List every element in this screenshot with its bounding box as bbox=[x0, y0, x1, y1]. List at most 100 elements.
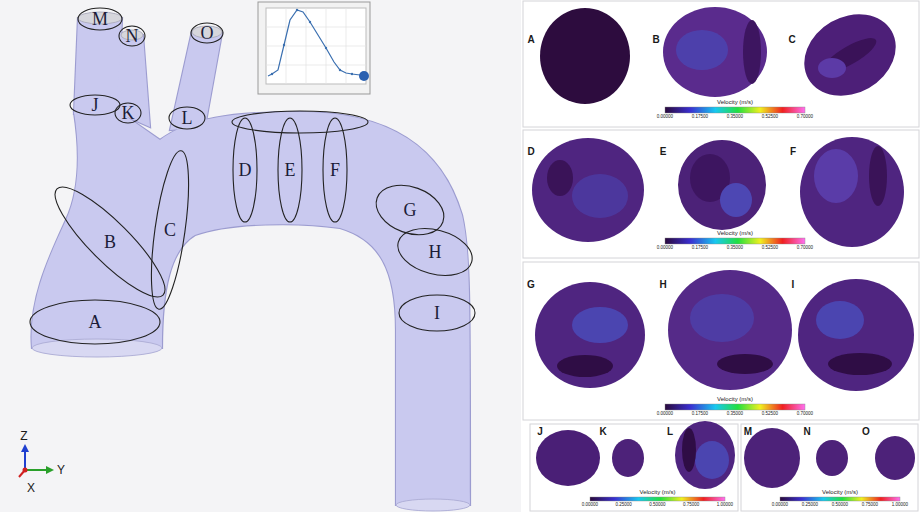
section-contour bbox=[532, 138, 644, 242]
ring-outline bbox=[393, 221, 478, 283]
section-ring: L bbox=[169, 107, 205, 129]
color-bar-tick: 0.52500 bbox=[762, 412, 778, 417]
color-bar-tick: 0.50000 bbox=[649, 503, 665, 508]
panel-letter: B bbox=[652, 35, 659, 45]
panel-frame bbox=[523, 262, 919, 420]
color-bar-title: Velocity (m/s) bbox=[717, 230, 753, 236]
ring-outline bbox=[119, 26, 145, 46]
ring-outline bbox=[323, 118, 347, 222]
section-contour bbox=[875, 436, 915, 480]
axis-arrow bbox=[46, 466, 54, 474]
section-letter: H bbox=[429, 243, 442, 261]
color-bars bbox=[590, 107, 900, 501]
section-letter: J bbox=[91, 96, 98, 114]
section-letter: E bbox=[285, 161, 296, 179]
ring-outline bbox=[70, 95, 120, 115]
ring-outline bbox=[169, 107, 205, 129]
color-bar-tick: 0.00000 bbox=[582, 503, 598, 508]
color-bar-tick: 0.70000 bbox=[797, 412, 813, 417]
section-letter: G bbox=[404, 201, 417, 219]
ring-outline bbox=[144, 149, 196, 312]
ring-outline bbox=[191, 23, 223, 43]
color-bar-tick: 0.35000 bbox=[727, 115, 743, 120]
section-letter: I bbox=[434, 304, 440, 322]
section-ring: M bbox=[78, 8, 122, 30]
color-bar bbox=[780, 497, 900, 501]
section-contour bbox=[536, 430, 600, 486]
panel-letter: I bbox=[792, 280, 795, 290]
vessel-outline bbox=[116, 35, 150, 127]
panel-frame bbox=[741, 424, 918, 511]
color-bar-title: Velocity (m/s) bbox=[822, 489, 858, 495]
section-contour bbox=[743, 20, 761, 84]
panel-letter: M bbox=[744, 427, 752, 437]
flow-waveform-inset bbox=[258, 2, 370, 94]
panel-letter: J bbox=[537, 427, 543, 437]
section-contour bbox=[690, 294, 754, 342]
section-letter: O bbox=[201, 24, 214, 42]
axis-label: Y bbox=[57, 464, 65, 476]
color-bar-tick: 0.75000 bbox=[683, 503, 699, 508]
panel-letter: H bbox=[659, 280, 666, 290]
color-bar-tick: 1.00000 bbox=[892, 503, 908, 508]
section-letter: A bbox=[89, 313, 102, 331]
section-contour bbox=[720, 183, 752, 217]
model-background bbox=[0, 0, 521, 512]
color-bar bbox=[590, 497, 725, 501]
color-bar-tick: 0.17500 bbox=[692, 412, 708, 417]
ring-outline bbox=[43, 175, 177, 309]
time-marker bbox=[359, 71, 369, 81]
vessel-outline bbox=[170, 31, 222, 130]
axis-arrow bbox=[21, 444, 29, 452]
aorta-body bbox=[32, 18, 470, 505]
panel-letter: F bbox=[790, 147, 796, 157]
section-ring: G bbox=[375, 187, 445, 233]
section-ring: C bbox=[155, 150, 185, 310]
color-bar-tick: 0.70000 bbox=[797, 115, 813, 120]
axis-arrow bbox=[24, 450, 26, 470]
section-contour bbox=[572, 307, 628, 343]
section-contour bbox=[818, 58, 846, 78]
panel-letter: E bbox=[660, 147, 667, 157]
color-bar bbox=[665, 238, 805, 244]
section-contour bbox=[682, 428, 696, 472]
section-ring: O bbox=[191, 23, 223, 43]
color-bar-tick: 0.00000 bbox=[772, 503, 788, 508]
vessel-body bbox=[170, 31, 222, 130]
velocity-sections bbox=[532, 0, 915, 489]
color-bar-title: Velocity (m/s) bbox=[639, 489, 675, 495]
section-contour bbox=[675, 421, 735, 489]
section-letter: D bbox=[239, 161, 252, 179]
section-letter: C bbox=[164, 221, 176, 239]
section-contour bbox=[676, 30, 728, 70]
axis-arrow bbox=[25, 469, 48, 471]
color-bar-tick: 0.00000 bbox=[657, 115, 673, 120]
vessel-body bbox=[116, 35, 150, 127]
section-contour bbox=[814, 149, 858, 203]
section-contour bbox=[828, 353, 892, 375]
aorta-outline bbox=[32, 112, 470, 505]
ring-outline bbox=[233, 118, 257, 222]
section-ring: F bbox=[323, 118, 347, 222]
color-bar-tick: 0.17500 bbox=[692, 115, 708, 120]
panel-letter: O bbox=[862, 427, 870, 437]
axis-origin bbox=[23, 468, 28, 473]
section-ring: J bbox=[70, 95, 120, 115]
color-bar-tick: 0.35000 bbox=[727, 246, 743, 251]
section-letter: F bbox=[330, 161, 340, 179]
color-bar-tick: 0.25000 bbox=[802, 503, 818, 508]
section-contour bbox=[668, 270, 792, 390]
section-contour bbox=[816, 301, 864, 339]
color-bar bbox=[665, 404, 805, 410]
section-ring: N bbox=[119, 26, 145, 46]
color-bar-tick: 1.00000 bbox=[717, 503, 733, 508]
section-ring: I bbox=[399, 295, 475, 331]
color-bar-tick: 0.70000 bbox=[797, 246, 813, 251]
ring-outline bbox=[399, 295, 475, 331]
ring-outline bbox=[278, 118, 302, 222]
axis-triad bbox=[19, 444, 54, 477]
section-contour bbox=[572, 174, 628, 218]
section-letter: B bbox=[104, 233, 116, 251]
color-bar-tick: 0.17500 bbox=[692, 246, 708, 251]
section-contour bbox=[816, 440, 848, 476]
